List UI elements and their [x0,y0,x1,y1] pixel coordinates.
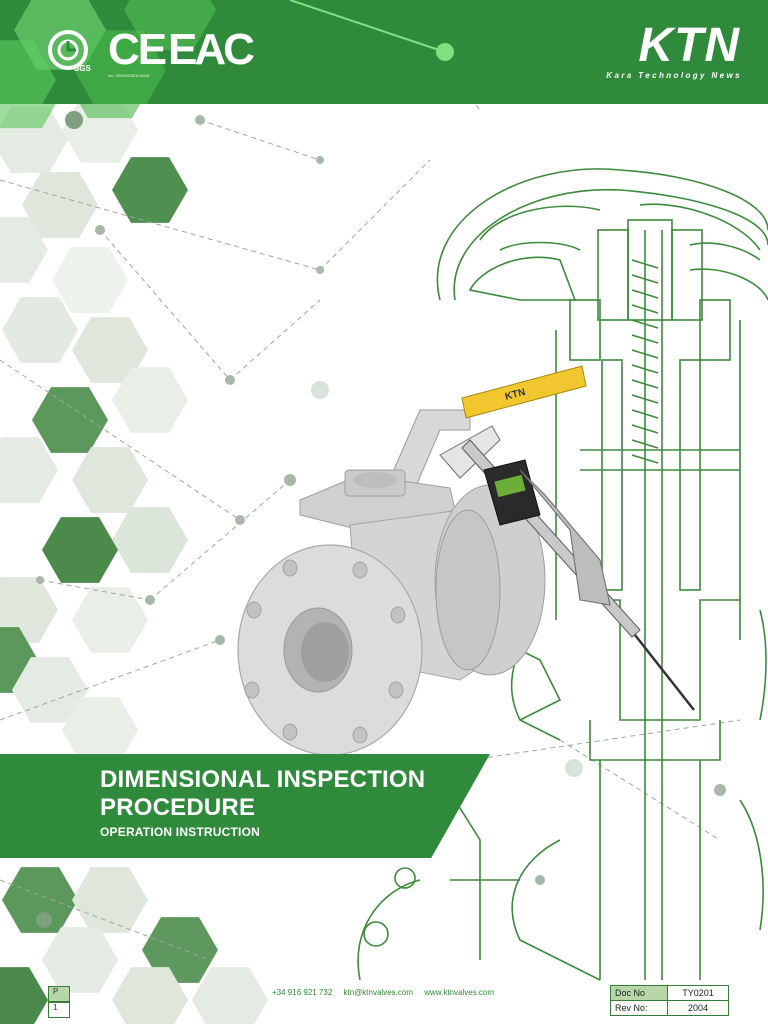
hexagon-shape [72,447,148,513]
ce-mark-icon: CE [108,25,167,74]
header-hexagon-shape [74,30,166,104]
doc-no-label: Doc No [610,985,668,1001]
hexagon-shape [112,367,188,433]
hexagon-shape [0,217,48,283]
caliper-icon [439,425,695,711]
hexagon-shape [142,917,218,983]
footer-page-table: P 1 [48,986,70,1020]
header-node [436,43,454,61]
hexagon-shape [32,387,108,453]
hexagon-pattern [0,1,268,1024]
page-value: 1 [48,1002,70,1018]
header-hexagon-shape [124,0,216,50]
hexagon-shape [52,247,128,313]
hexagon-shape [22,172,98,238]
network-nodes [36,111,726,928]
header-line [289,0,446,53]
hexagon-shape [112,967,188,1024]
hexagon-shape [72,587,148,653]
contact-phone: +34 916 921 732 [272,988,333,997]
ball-valve-icon: KTN [237,365,587,756]
sgs-certificate-number: No. 08190323EN-0048 [108,73,149,78]
eac-mark-icon: EAC [168,25,255,74]
header-pattern [0,0,454,104]
hexagon-shape [2,867,78,933]
rev-no-value: 2004 [667,1000,729,1016]
hexagon-shape [0,967,48,1024]
doc-no-value: TY0201 [667,985,729,1001]
hexagon-shape [42,517,118,583]
hexagon-shape [62,697,138,763]
document-title-line-2: PROCEDURE [100,794,256,821]
rev-no-label: Rev No: [610,1000,668,1016]
contact-website[interactable]: www.ktnvalves.com [424,988,495,997]
hexagon-shape [72,867,148,933]
hexagon-shape [72,317,148,383]
page-label: P [48,986,70,1002]
document-info-table: Doc No TY0201 Rev No: 2004 [610,985,729,1016]
hexagon-shape [2,297,78,363]
hexagon-shape [192,967,268,1024]
sgs-label: SGS [74,64,91,73]
ktn-logo: KTN [638,19,740,72]
sgs-certification-icon [48,30,88,70]
hexagon-shape [112,157,188,223]
hexagon-shape [112,507,188,573]
contact-info: +34 916 921 732 ktn@ktnvalves.com www.kt… [272,988,503,997]
hexagon-shape [42,927,118,993]
title-band [0,754,490,858]
hexagon-shape [0,577,58,643]
header-hexagon-shape [0,40,56,104]
document-title-line-1: DIMENSIONAL INSPECTION [100,766,426,793]
document-subtitle: OPERATION INSTRUCTION [100,825,260,839]
logo-tagline: Kara Technology News [606,71,742,80]
contact-email[interactable]: ktn@ktnvalves.com [343,988,413,997]
hexagon-shape [12,657,88,723]
valve-cutaway-icon [357,168,768,981]
hexagon-shape [0,437,58,503]
handle-label: KTN [504,387,527,403]
